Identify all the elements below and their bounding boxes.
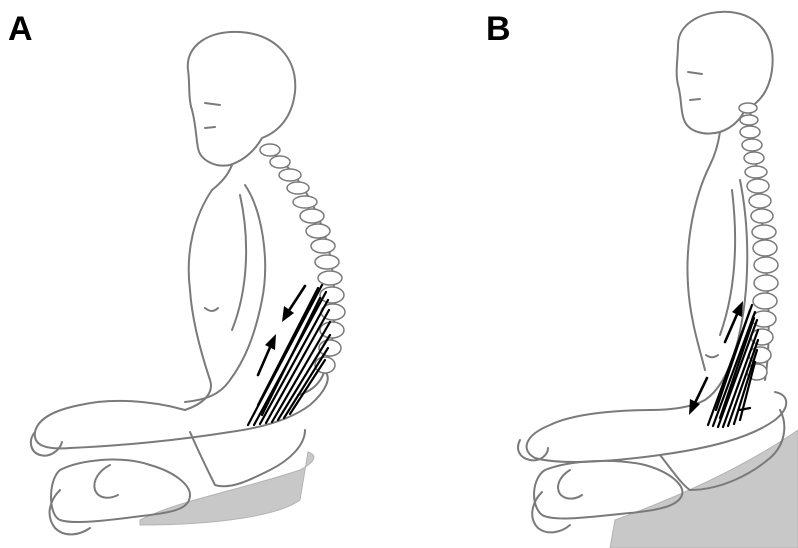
upper-arm-inner: [232, 195, 246, 330]
right-hand: [558, 470, 582, 499]
front-leg: [51, 460, 190, 523]
slumped-seated-figure-illustration: [0, 0, 420, 548]
upright-seated-figure-illustration: [420, 0, 798, 548]
downward-arrow: [282, 286, 305, 322]
head-outline: [188, 32, 296, 166]
panel-b: B: [420, 0, 798, 548]
torso-front: [687, 165, 710, 370]
upper-arm-inner: [720, 190, 735, 335]
closed-eye: [688, 72, 702, 74]
thigh: [527, 392, 787, 462]
torso-front: [185, 190, 212, 410]
navel: [706, 355, 718, 357]
neck-front: [710, 132, 720, 165]
downward-arrow: [689, 378, 707, 415]
mouth: [690, 99, 700, 100]
mouth: [205, 127, 215, 128]
front-foot: [50, 490, 90, 534]
panel-a: A: [0, 0, 420, 548]
right-hand: [94, 465, 118, 498]
neck-front: [212, 165, 232, 190]
navel: [205, 308, 218, 311]
closed-eye: [205, 103, 220, 105]
meditation-cushion: [140, 452, 314, 525]
upward-arrow: [258, 334, 276, 375]
